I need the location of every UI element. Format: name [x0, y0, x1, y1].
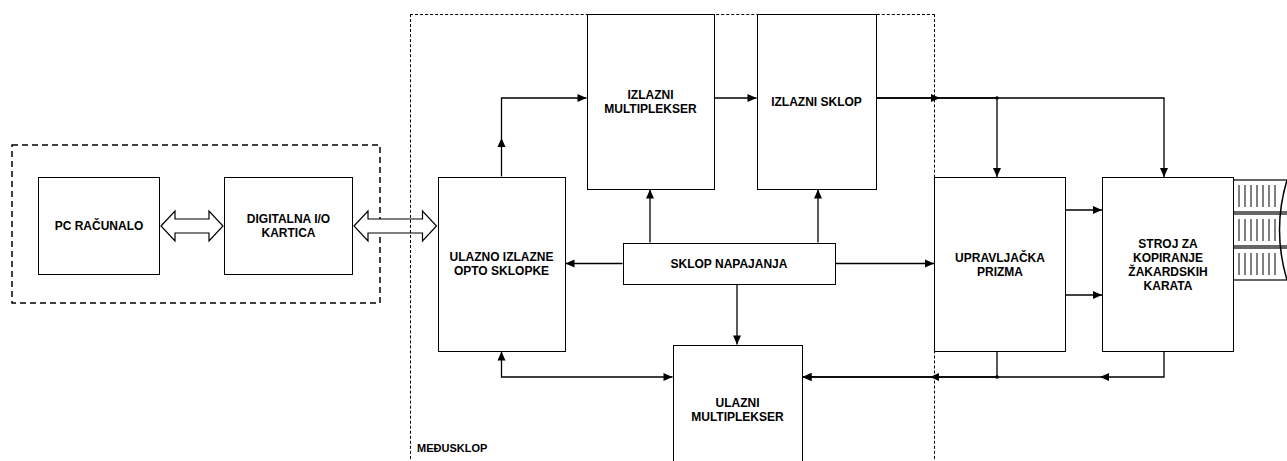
node-label: PC RAČUNALO	[49, 219, 150, 233]
connector	[354, 211, 437, 241]
junction-dot	[995, 96, 999, 100]
connector	[715, 94, 757, 102]
input-mux-box: ULAZNI MULTIPLEKSER	[673, 345, 803, 461]
connector	[733, 285, 741, 345]
computer-box: PC RAČUNALO	[38, 177, 160, 275]
io-card-box: DIGITALNA I/O KARTICA	[224, 177, 353, 275]
connector	[877, 94, 1169, 177]
copy-machine-box: STROJ ZA KOPIRANJE ŽAKARDSKIH KARATA	[1102, 177, 1234, 352]
connector	[646, 190, 654, 243]
connector	[498, 352, 673, 382]
interface-group: MEĐUSKLOP ULAZNO IZLAZNE OPTO SKLOPKE IZLA…	[410, 14, 935, 461]
node-label: ULAZNI MULTIPLEKSER	[674, 396, 802, 424]
power-supply-box: SKLOP NAPAJANJA	[623, 243, 836, 285]
connector	[814, 190, 822, 243]
node-label: MEĐUSKLOP	[417, 441, 487, 455]
connector	[803, 352, 1165, 381]
node-label: IZLAZNI SKLOP	[765, 95, 868, 109]
connector	[1066, 206, 1102, 214]
output-circuit-box: IZLAZNI SKLOP	[757, 14, 877, 190]
control-prism-box: UPRAVLJAČKA PRIZMA	[934, 177, 1066, 352]
node-label: ULAZNO IZLAZNE OPTO SKLOPKE	[439, 250, 565, 278]
node-label: IZLAZNI MULTIPLEKSER	[588, 88, 714, 116]
connector	[161, 211, 223, 241]
junction-dot	[995, 375, 999, 379]
punch-card-stack	[1226, 180, 1287, 280]
connector	[566, 260, 623, 268]
connector	[1066, 291, 1102, 299]
opto-switch-box: ULAZNO IZLAZNE OPTO SKLOPKE	[438, 177, 566, 352]
node-label: DIGITALNA I/O KARTICA	[225, 212, 352, 240]
connector	[877, 98, 1002, 177]
output-mux-box: IZLAZNI MULTIPLEKSER	[587, 14, 715, 190]
node-label: SKLOP NAPAJANJA	[665, 257, 794, 271]
pc-group-outline	[12, 145, 380, 303]
connector	[836, 260, 935, 268]
node-label: UPRAVLJAČKA PRIZMA	[935, 251, 1065, 279]
connector	[498, 94, 587, 177]
node-label: STROJ ZA KOPIRANJE ŽAKARDSKIH KARATA	[1103, 237, 1233, 293]
